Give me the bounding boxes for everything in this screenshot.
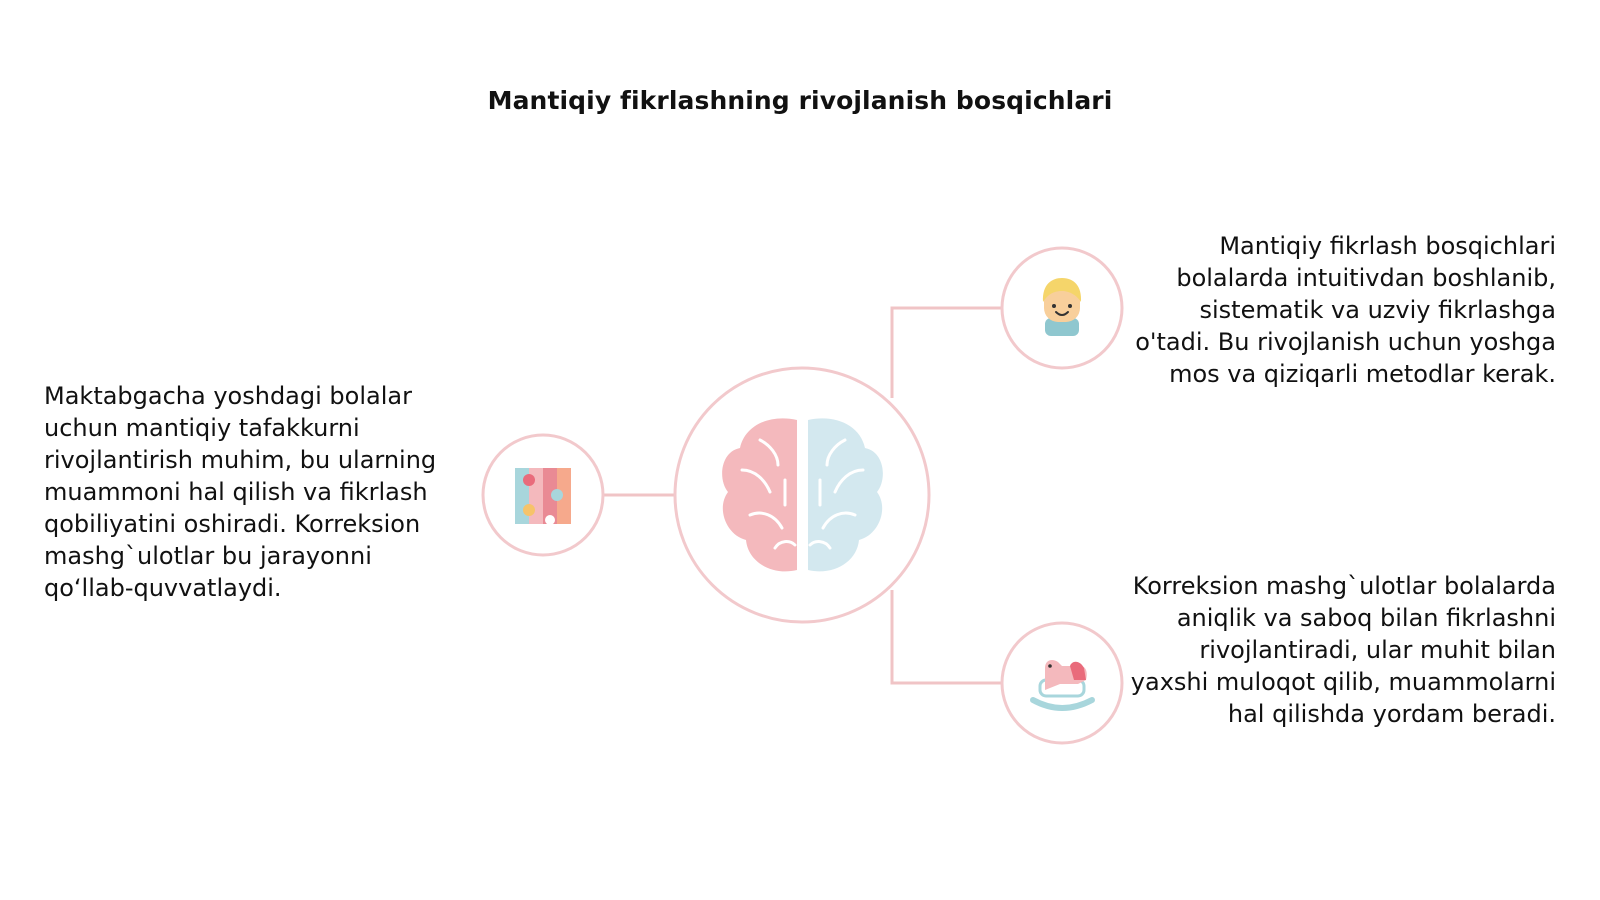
- bottom-right-node: [1000, 621, 1124, 745]
- left-node: [481, 433, 605, 557]
- center-node: [673, 366, 931, 624]
- connector-top-right: [890, 306, 1002, 398]
- page-title: Mantiqiy fikrlashning rivojlanish bosqic…: [487, 86, 1113, 115]
- brain-icon: [722, 418, 883, 572]
- child-face-icon: [1042, 278, 1082, 336]
- rocking-horse-icon: [1030, 660, 1095, 711]
- top-right-node: [1000, 246, 1124, 370]
- top-right-description: Mantiqiy fikrlash bosqichlari bolalarda …: [1135, 232, 1556, 388]
- puzzle-icon: [515, 468, 571, 525]
- bottom-right-description: Korreksion mashg`ulotlar bolalarda aniql…: [1130, 572, 1556, 728]
- connector-bottom-right: [890, 590, 1002, 685]
- left-description: Maktabgacha yoshdagi bolalar uchun manti…: [44, 382, 437, 602]
- connector-lines: [603, 306, 1002, 685]
